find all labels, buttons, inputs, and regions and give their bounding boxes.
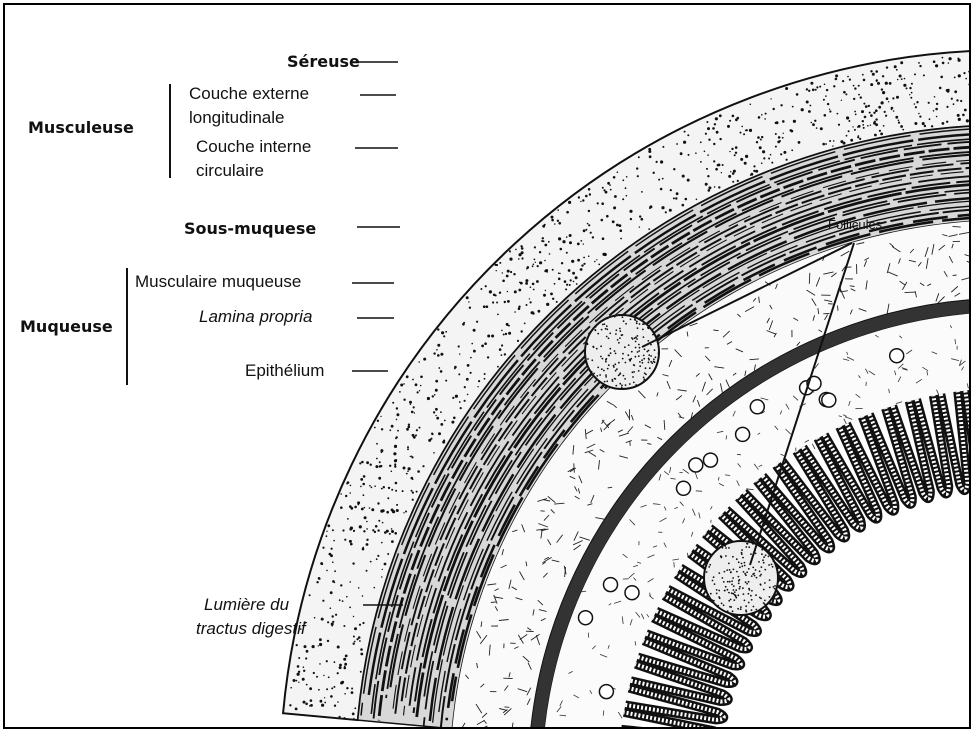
gland-circle	[579, 611, 593, 625]
label-sous-muqueuse: Sous-muquese	[184, 217, 316, 241]
label-follicules: Follicules	[828, 213, 882, 237]
label-muqueuse: Muqueuse	[20, 315, 113, 339]
label-musculaire-muqueuse: Musculaire muqueuse	[135, 270, 301, 294]
gland-circle	[625, 586, 639, 600]
label-lamina-propria: Lamina propria	[199, 305, 312, 329]
label-epithelium: Epithélium	[245, 359, 324, 383]
gland-circle	[890, 349, 904, 363]
label-lumiere-line2: tractus digestif	[196, 617, 306, 641]
gland-circle	[677, 481, 691, 495]
label-sereuse: Séreuse	[287, 50, 360, 74]
label-couche-interne-line1: Couche interne	[196, 135, 311, 159]
gland-circle	[736, 427, 750, 441]
gland-circle	[599, 685, 613, 699]
label-couche-externe-line1: Couche externe	[189, 82, 309, 106]
gland-circle	[689, 458, 703, 472]
gland-circle	[704, 453, 718, 467]
gland-circle	[604, 578, 618, 592]
label-lumiere-line1: Lumière du	[204, 593, 289, 617]
label-musculeuse: Musculeuse	[28, 116, 134, 140]
gland-circle	[822, 393, 836, 407]
label-couche-interne-line2: circulaire	[196, 159, 264, 183]
label-couche-externe-line2: longitudinale	[189, 106, 284, 130]
gland-circle	[750, 400, 764, 414]
